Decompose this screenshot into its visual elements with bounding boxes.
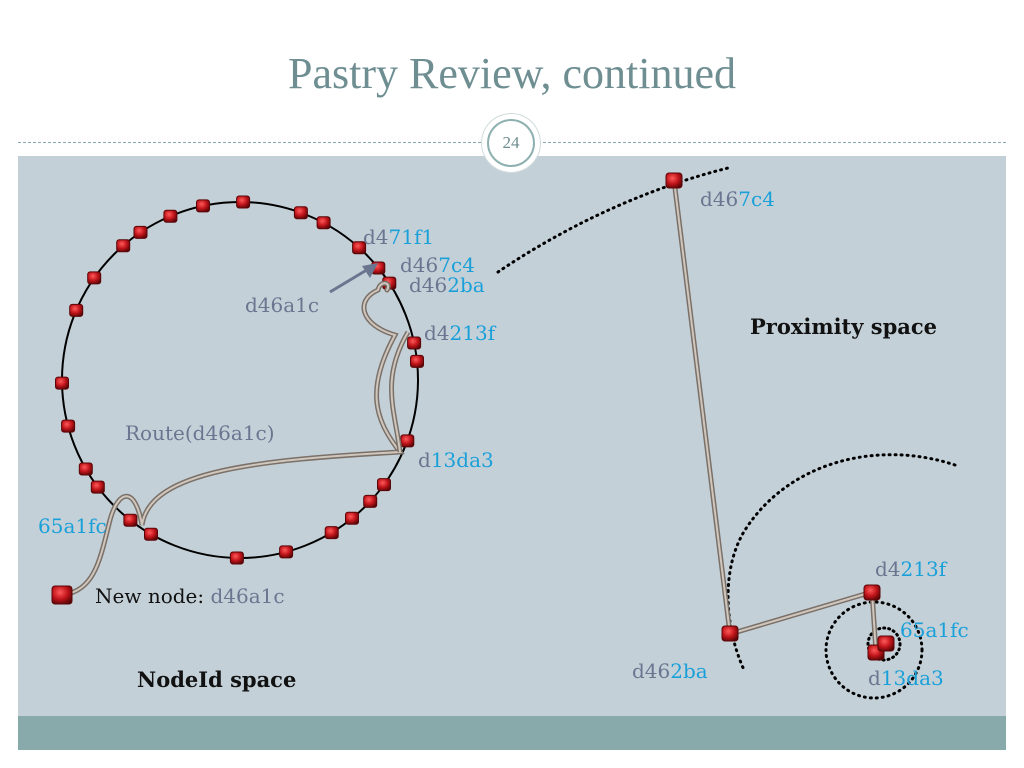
key-arrow [329, 263, 378, 294]
ring-node [196, 199, 210, 213]
content-area [18, 156, 1006, 716]
prox-label-65a1fc: 65a1fc [900, 618, 969, 642]
ring-node [293, 206, 308, 220]
ring-node [400, 434, 415, 448]
prox-label-d4213f: d4213f [875, 557, 948, 581]
ring-node [345, 511, 359, 525]
slide-title: Pastry Review, continued [287, 49, 737, 98]
ring-node [363, 494, 378, 508]
ring-node [236, 195, 251, 209]
ring-node [123, 513, 138, 527]
ring-node [69, 303, 84, 317]
proximity-arc-top [496, 166, 730, 274]
label-d13da3: d13da3 [418, 448, 494, 472]
new-node-label: New node: d46a1c [95, 584, 285, 608]
ring-node [352, 241, 367, 255]
proximity-arc-middle [726, 453, 957, 674]
prox-label-d462ba: d462ba [632, 659, 708, 683]
prox-node-d4213f [863, 584, 881, 601]
label-d467c4: d467c4 [400, 253, 475, 277]
proximity-space-caption: Proximity space [750, 314, 937, 339]
nodeid-space-caption: NodeId space [137, 667, 296, 692]
proximity-circle-inner [866, 626, 902, 662]
ring-node [78, 462, 93, 476]
ring-node [316, 216, 331, 230]
ring-node [324, 526, 339, 540]
route-path [60, 280, 411, 598]
prox-label-d467c4: d467c4 [700, 187, 775, 211]
route-label: Route(d46a1c) [125, 421, 275, 445]
footer-bar [18, 716, 1006, 750]
prox-node-d467c4 [665, 172, 683, 189]
ring-node [87, 271, 102, 285]
ring-node [377, 478, 391, 492]
proximity-route [671, 179, 879, 653]
prox-label-d13da3: d13da3 [868, 666, 944, 690]
label-key-d46a1c: d46a1c [245, 293, 319, 317]
label-d4213f: d4213f [424, 321, 497, 345]
label-d471f1: d471f1 [363, 225, 434, 249]
ring-node [279, 545, 294, 559]
ring-node [144, 527, 158, 541]
slide-number-badge: 24 [482, 114, 540, 172]
ring-node [229, 551, 244, 565]
ring-node [55, 376, 69, 390]
ring-node [90, 480, 105, 494]
label-65a1fc: 65a1fc [38, 514, 107, 538]
slide-number: 24 [487, 119, 535, 167]
ring-node [116, 239, 131, 253]
ring-node [410, 354, 424, 368]
prox-node-d462ba [721, 625, 739, 642]
ring-node [407, 336, 422, 350]
ring-nodes [55, 195, 424, 565]
ring-node [61, 419, 76, 433]
ring-node [133, 225, 148, 239]
prox-node-65a1fc [877, 635, 895, 652]
proximity-circle-outer [824, 600, 924, 700]
new-node-marker [51, 585, 73, 605]
ring-node [163, 209, 178, 223]
label-d462ba: d462ba [409, 273, 485, 297]
